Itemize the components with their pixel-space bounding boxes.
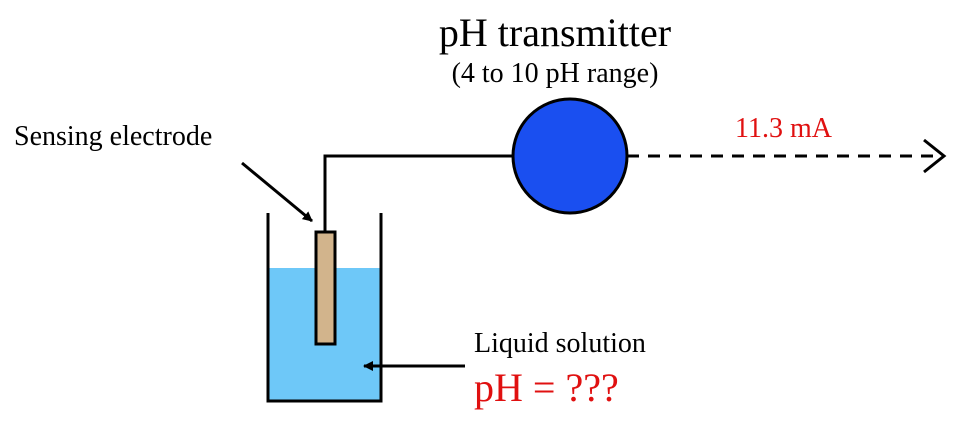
transmitter-title: pH transmitter bbox=[439, 10, 671, 55]
ph-unknown-label: pH = ??? bbox=[474, 365, 619, 410]
sensing-electrode bbox=[314, 230, 337, 346]
transmitter-circle bbox=[511, 97, 629, 215]
transmitter-range: (4 to 10 pH range) bbox=[452, 58, 659, 89]
liquid-label: Liquid solution bbox=[474, 328, 646, 359]
electrode-label: Sensing electrode bbox=[14, 121, 212, 152]
electrode-pointer-arrow bbox=[241, 161, 313, 223]
signal-wire bbox=[323, 154, 514, 232]
beaker-outline bbox=[266, 213, 383, 403]
signal-current-label: 11.3 mA bbox=[735, 113, 833, 144]
output-arrowhead bbox=[923, 138, 947, 174]
